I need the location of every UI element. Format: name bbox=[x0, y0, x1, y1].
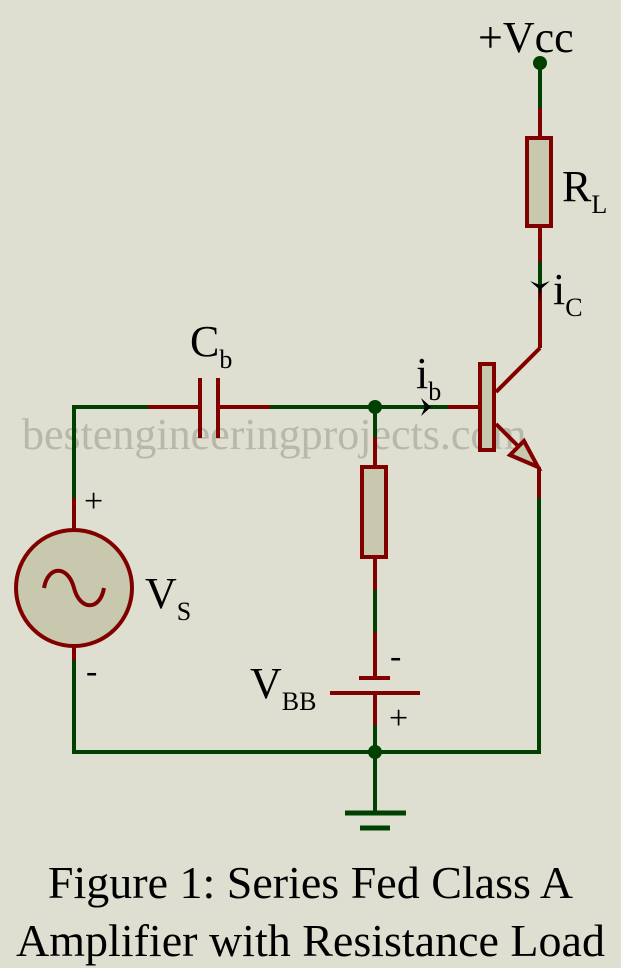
label-vbb-main: V bbox=[250, 659, 282, 708]
label-vs-minus: - bbox=[86, 653, 98, 690]
label-vbb-plus: + bbox=[389, 700, 409, 737]
npn-transistor bbox=[448, 346, 543, 498]
label-ib-main: i bbox=[416, 349, 429, 398]
label-rl-sub: L bbox=[591, 190, 608, 219]
label-ic: iC bbox=[553, 265, 583, 321]
label-ic-main: i bbox=[553, 265, 566, 314]
ic-arrow-icon bbox=[530, 281, 550, 305]
wires bbox=[72, 61, 542, 815]
label-cb-main: C bbox=[190, 317, 220, 366]
label-ib-sub: b bbox=[428, 377, 442, 406]
label-rl: RL bbox=[562, 162, 607, 218]
label-vbb-sub: BB bbox=[281, 687, 317, 716]
label-vs-plus: + bbox=[84, 483, 104, 520]
watermark-text: bestengineeringprojects.com bbox=[22, 410, 527, 459]
label-vs-sub: S bbox=[176, 597, 192, 626]
label-vcc: +Vcc bbox=[478, 13, 574, 62]
ac-source-vs bbox=[14, 498, 134, 660]
wire-left-top bbox=[72, 405, 150, 500]
battery-vbb bbox=[330, 632, 420, 725]
resistor-rb bbox=[360, 437, 388, 590]
node-vcc bbox=[533, 56, 547, 70]
label-vs: VS bbox=[145, 569, 191, 625]
wire-emitter-return bbox=[373, 496, 541, 754]
node-ground bbox=[368, 745, 382, 759]
sine-wave-icon bbox=[42, 568, 106, 608]
ib-arrow-icon bbox=[421, 398, 431, 416]
resistor-rl bbox=[525, 108, 553, 348]
label-ic-sub: C bbox=[565, 293, 583, 322]
label-rl-main: R bbox=[562, 162, 592, 211]
caption-line-1: Figure 1: Series Fed Class A bbox=[47, 857, 574, 908]
ground-icon bbox=[345, 810, 406, 831]
label-vs-main: V bbox=[145, 569, 177, 618]
label-vbb-minus: - bbox=[390, 638, 402, 675]
caption-line-2: Amplifier with Resistance Load bbox=[16, 915, 605, 966]
label-cb-sub: b bbox=[219, 345, 233, 374]
label-cb: Cb bbox=[190, 317, 232, 373]
label-ib: ib bbox=[416, 349, 441, 405]
node-base bbox=[368, 400, 382, 414]
wire-left-bottom bbox=[72, 658, 377, 754]
capacitor-cb bbox=[148, 378, 270, 438]
label-vbb: VBB bbox=[250, 659, 316, 715]
